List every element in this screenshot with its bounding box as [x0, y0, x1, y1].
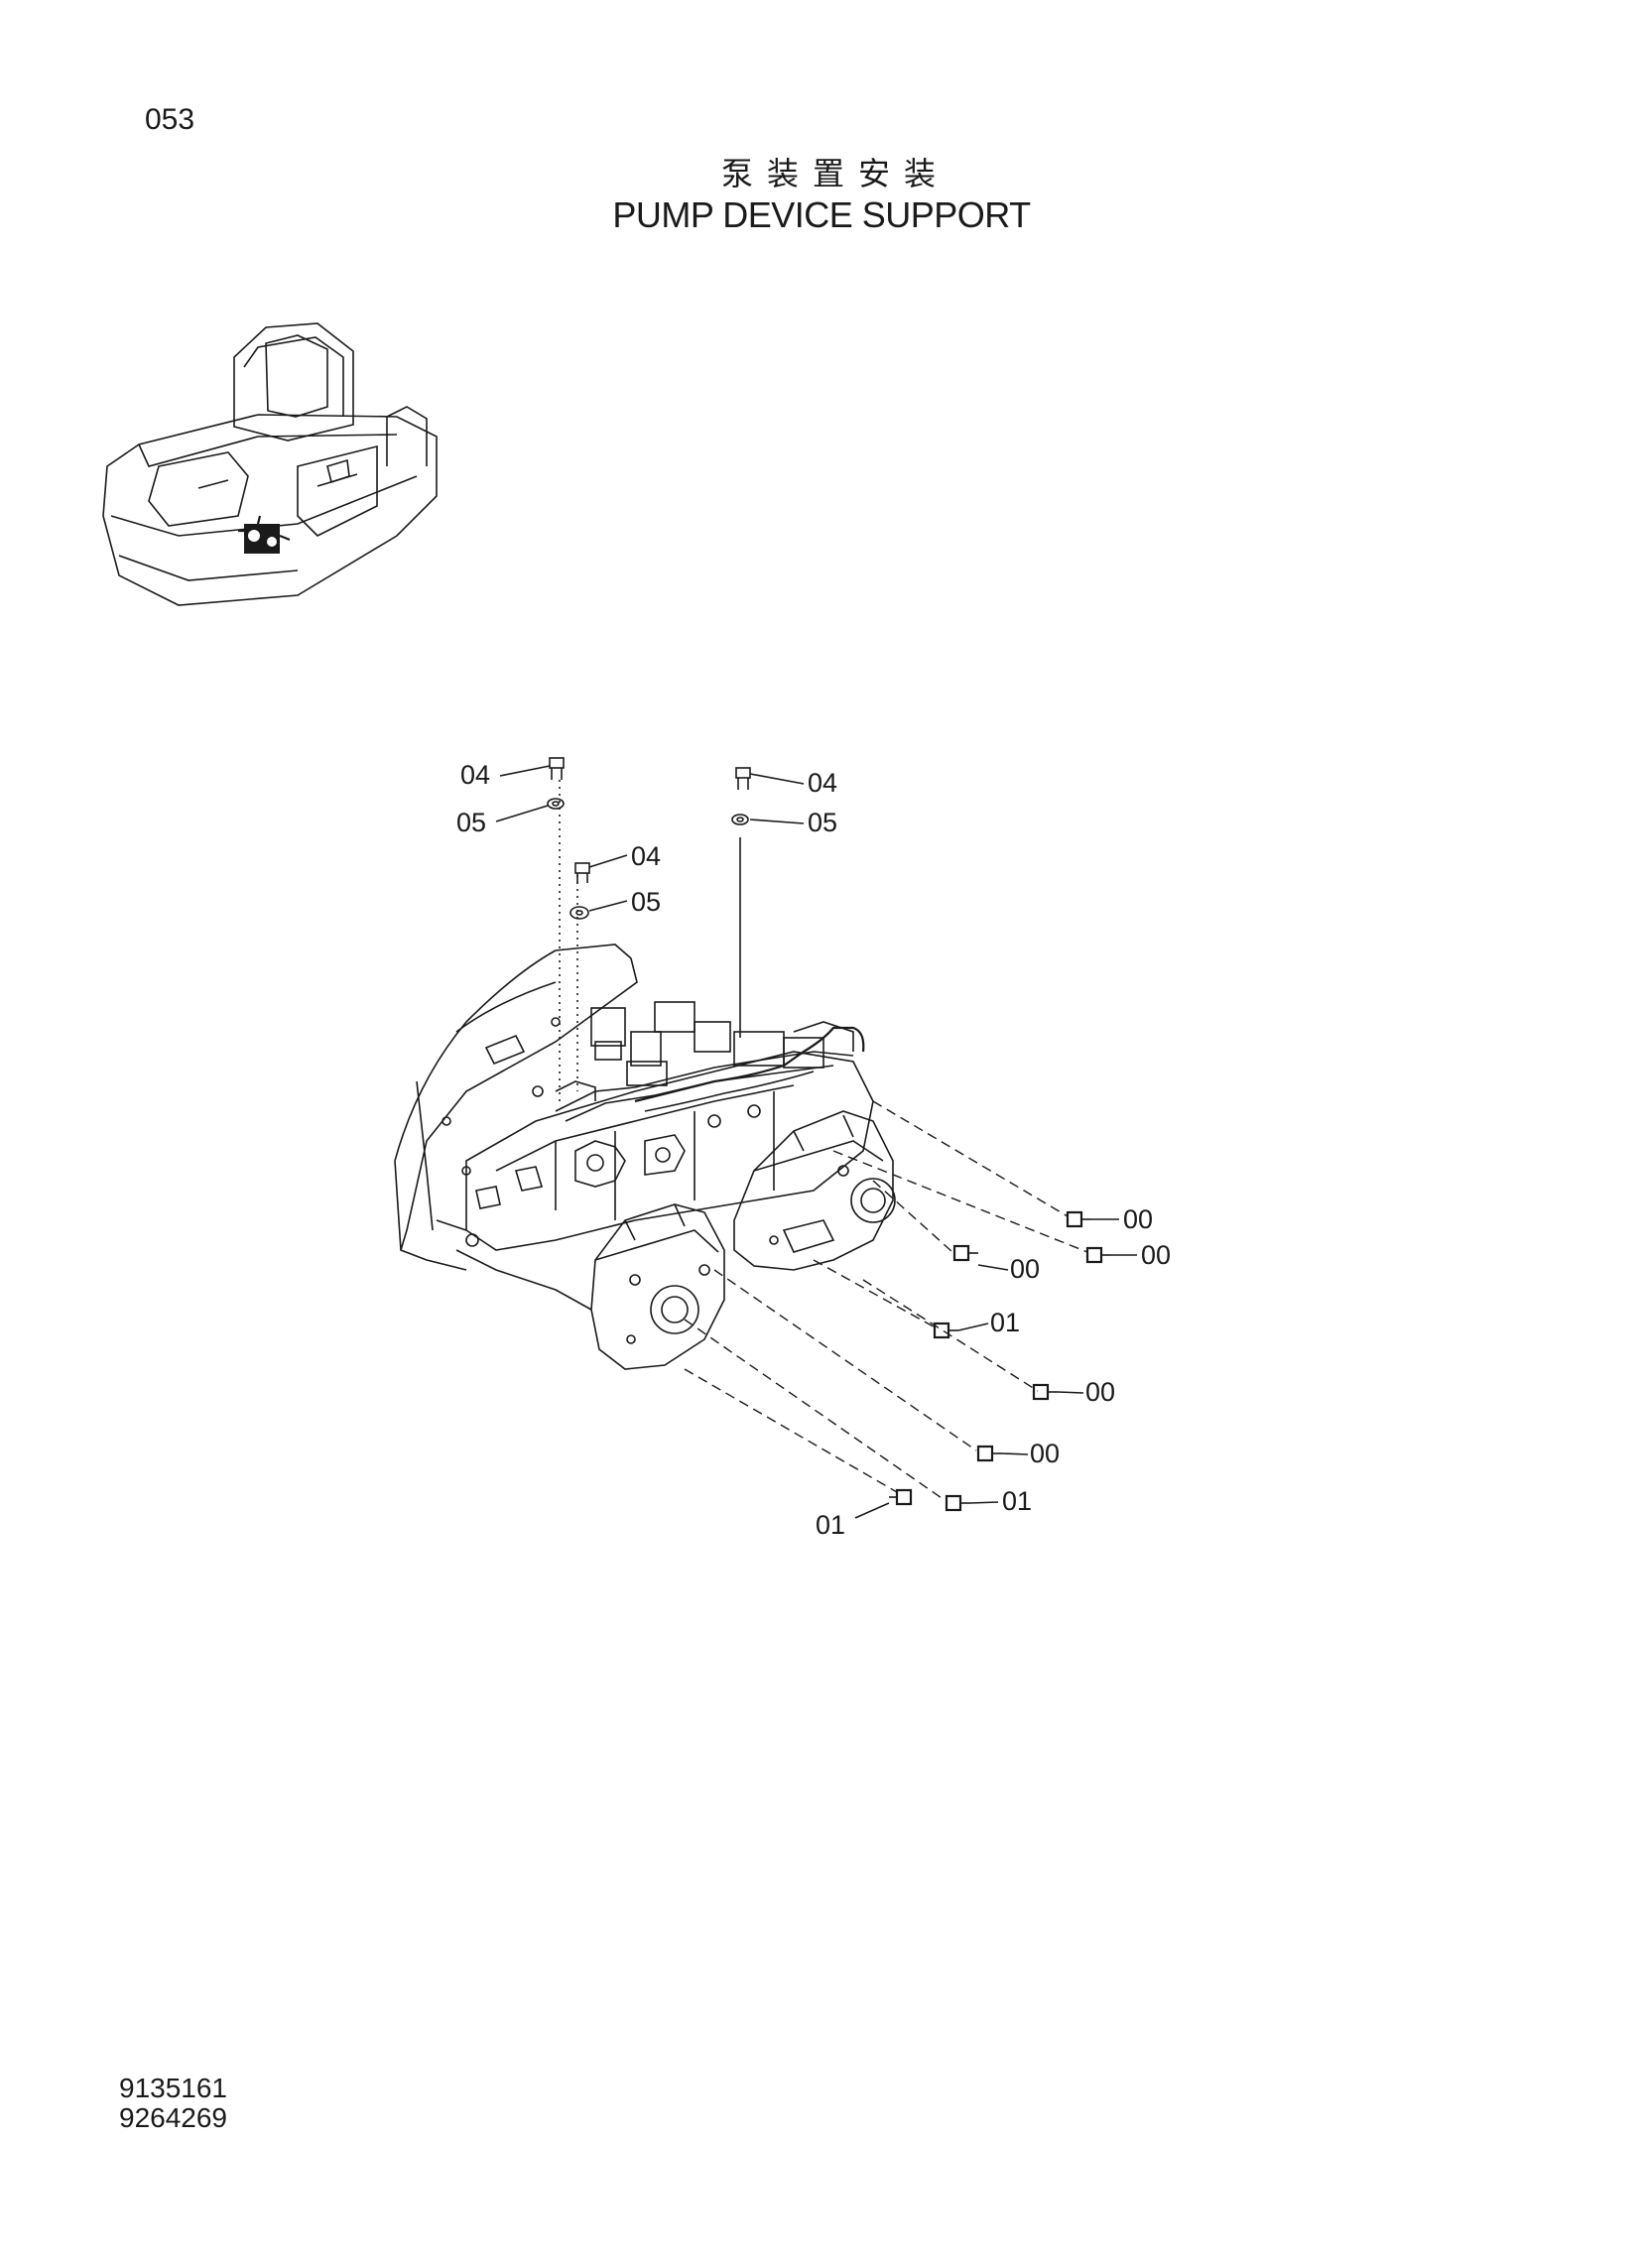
- callout-label: 00: [1030, 1439, 1060, 1468]
- callout-labels: 04 05 04 05 04 05 00 00 00 01 00 00 01 0…: [456, 760, 1171, 1540]
- callout-label: 01: [816, 1510, 845, 1540]
- hardware-parts: [547, 757, 1111, 1512]
- callout-label: 05: [631, 887, 661, 917]
- callout-label: 01: [1002, 1486, 1032, 1516]
- plug-part: [1066, 1210, 1091, 1228]
- washer-part: [547, 798, 565, 810]
- bolt-part: [574, 862, 590, 883]
- callout-label: 04: [631, 841, 661, 871]
- plug-part: [945, 1494, 970, 1512]
- callout-label: 00: [1010, 1254, 1040, 1284]
- leader-lines: [559, 780, 1088, 1501]
- callout-label: 00: [1141, 1240, 1171, 1270]
- machine-locator-thumbnail: [102, 322, 438, 606]
- callout-label: 00: [1123, 1204, 1153, 1234]
- callout-label: 04: [808, 768, 837, 798]
- page-number: 053: [145, 103, 195, 136]
- pump-assembly-illustration: [394, 944, 896, 1370]
- callout-leaders: [495, 765, 1137, 1519]
- callout-label: 05: [808, 808, 837, 837]
- plug-part: [976, 1445, 1002, 1462]
- callout-label: 04: [460, 760, 490, 790]
- washer-part: [731, 814, 749, 825]
- callout-label: 01: [990, 1308, 1020, 1337]
- part-code: 9135161: [119, 2073, 228, 2103]
- plug-part: [1032, 1383, 1058, 1401]
- plug-part: [952, 1244, 978, 1262]
- plug-part: [889, 1488, 913, 1506]
- callout-label: 05: [456, 808, 486, 837]
- part-codes: 9135161 9264269: [119, 2074, 227, 2133]
- plug-part: [1085, 1246, 1111, 1264]
- pump-location-marker: [238, 515, 291, 554]
- plug-part: [933, 1322, 958, 1339]
- bolt-part: [549, 757, 565, 780]
- diagram-title-english: PUMP DEVICE SUPPORT: [612, 194, 1031, 235]
- part-code: 9264269: [119, 2102, 228, 2133]
- callout-label: 00: [1085, 1377, 1115, 1407]
- washer-part: [569, 906, 589, 920]
- bolt-part: [735, 767, 751, 790]
- diagram-title-chinese: 泵装置安装: [720, 155, 949, 192]
